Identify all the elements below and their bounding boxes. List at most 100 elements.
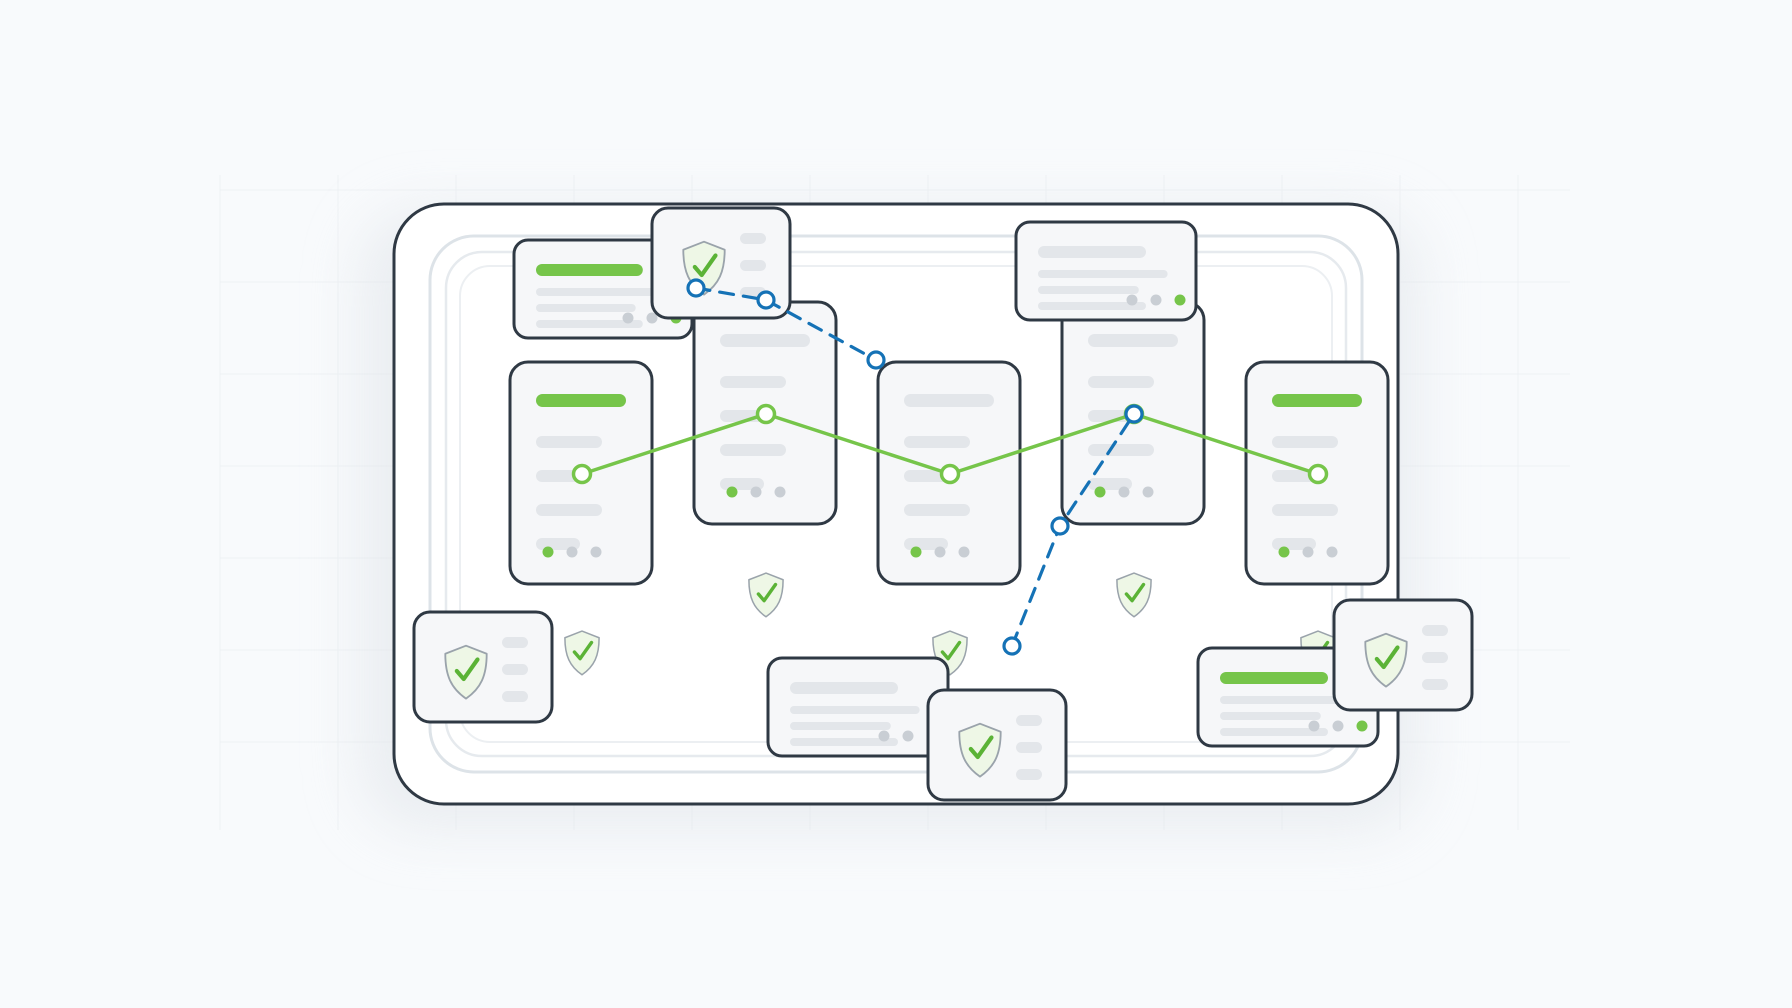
- placeholder-bar: [1422, 625, 1448, 636]
- loose-shields: [564, 572, 1336, 676]
- check-mark: [1124, 582, 1146, 603]
- circle-node-icon: [686, 278, 706, 298]
- shield-check-icon: [748, 572, 784, 618]
- status-dot: [1278, 546, 1290, 558]
- placeholder-bar: [720, 444, 786, 456]
- status-dot: [1332, 720, 1344, 732]
- placeholder-bar: [1038, 286, 1139, 294]
- shield-card-bottom: [926, 688, 1068, 802]
- placeholder-bar: [536, 304, 636, 312]
- status-dot: [878, 730, 890, 742]
- check-mark: [1374, 645, 1400, 670]
- placeholder-bar: [904, 470, 948, 482]
- note-title-bar: [1038, 246, 1146, 258]
- placeholder-bar: [1088, 444, 1154, 456]
- placeholder-bar: [1038, 270, 1168, 278]
- placeholder-bar: [1422, 679, 1448, 690]
- status-dot: [622, 312, 634, 324]
- note-card-top-left: [512, 238, 694, 340]
- shield-check-icon: [958, 722, 1002, 778]
- placeholder-bar: [740, 233, 766, 244]
- circle-node-icon: [1307, 463, 1329, 485]
- shield-card-left: [412, 610, 554, 724]
- placeholder-bar: [1272, 436, 1338, 448]
- blue-path-upper: [686, 278, 886, 370]
- placeholder-bar: [1016, 769, 1042, 780]
- column-title-bar: [1272, 394, 1362, 407]
- check-mark: [756, 582, 778, 603]
- circle-node-icon: [756, 290, 776, 310]
- note-card-bottom: [766, 656, 950, 758]
- status-dot: [1302, 546, 1314, 558]
- placeholder-bar: [536, 504, 602, 516]
- placeholder-bar: [740, 260, 766, 271]
- status-dot: [1174, 294, 1186, 306]
- status-dot: [566, 546, 578, 558]
- note-card-top-right: [1014, 220, 1198, 322]
- placeholder-bar: [536, 470, 580, 482]
- placeholder-bar: [1038, 302, 1146, 310]
- placeholder-bar: [1272, 504, 1338, 516]
- placeholder-bar: [790, 722, 891, 730]
- column-title-bar: [904, 394, 994, 407]
- shield-card-right: [1332, 598, 1474, 712]
- placeholder-bar: [1272, 470, 1316, 482]
- status-dot: [1126, 294, 1138, 306]
- floating-cards: [412, 206, 1474, 802]
- placeholder-bar: [502, 664, 528, 675]
- status-dot: [910, 546, 922, 558]
- status-dot: [1094, 486, 1106, 498]
- note-title-bar: [790, 682, 898, 694]
- status-dot: [646, 312, 658, 324]
- status-dot: [542, 546, 554, 558]
- shield-check-icon: [444, 644, 488, 700]
- placeholder-bar: [1016, 742, 1042, 753]
- placeholder-bar: [1422, 652, 1448, 663]
- status-dot: [1142, 486, 1154, 498]
- circle-node-icon: [866, 350, 886, 370]
- placeholder-bar: [502, 691, 528, 702]
- status-dot: [750, 486, 762, 498]
- status-dot: [958, 546, 970, 558]
- placeholder-bar: [720, 376, 786, 388]
- check-mark: [572, 640, 594, 661]
- placeholder-bar: [904, 504, 970, 516]
- shield-check-icon: [1364, 632, 1408, 688]
- status-dot: [1308, 720, 1320, 732]
- column-title-bar: [536, 394, 626, 407]
- status-dot: [1326, 546, 1338, 558]
- circle-node-icon: [939, 463, 961, 485]
- placeholder-bar: [790, 706, 920, 714]
- status-dot: [774, 486, 786, 498]
- status-dot: [1150, 294, 1162, 306]
- note-title-bar: [536, 264, 643, 276]
- placeholder-bar: [536, 436, 602, 448]
- circle-node-icon: [571, 463, 593, 485]
- status-dot: [934, 546, 946, 558]
- check-mark: [454, 657, 480, 682]
- status-dot: [726, 486, 738, 498]
- status-dot: [590, 546, 602, 558]
- placeholder-bar: [904, 436, 970, 448]
- shield-check-icon: [564, 630, 600, 676]
- placeholder-bar: [1220, 728, 1328, 736]
- circle-node-icon: [755, 403, 777, 425]
- column-title-bar: [1088, 334, 1178, 347]
- placeholder-bar: [502, 637, 528, 648]
- column-title-bar: [720, 334, 810, 347]
- check-mark: [940, 640, 962, 661]
- placeholder-bar: [1016, 715, 1042, 726]
- circle-node-icon: [1050, 516, 1070, 536]
- placeholder-bar: [1088, 376, 1154, 388]
- placeholder-bar: [790, 738, 898, 746]
- status-dot: [1118, 486, 1130, 498]
- check-mark: [968, 735, 994, 760]
- shield-check-icon: [1116, 572, 1152, 618]
- blue-path-lower: [1002, 404, 1144, 656]
- status-dot: [1356, 720, 1368, 732]
- placeholder-bar: [536, 320, 643, 328]
- placeholder-bar: [1220, 712, 1321, 720]
- placeholder-bar: [1220, 696, 1350, 704]
